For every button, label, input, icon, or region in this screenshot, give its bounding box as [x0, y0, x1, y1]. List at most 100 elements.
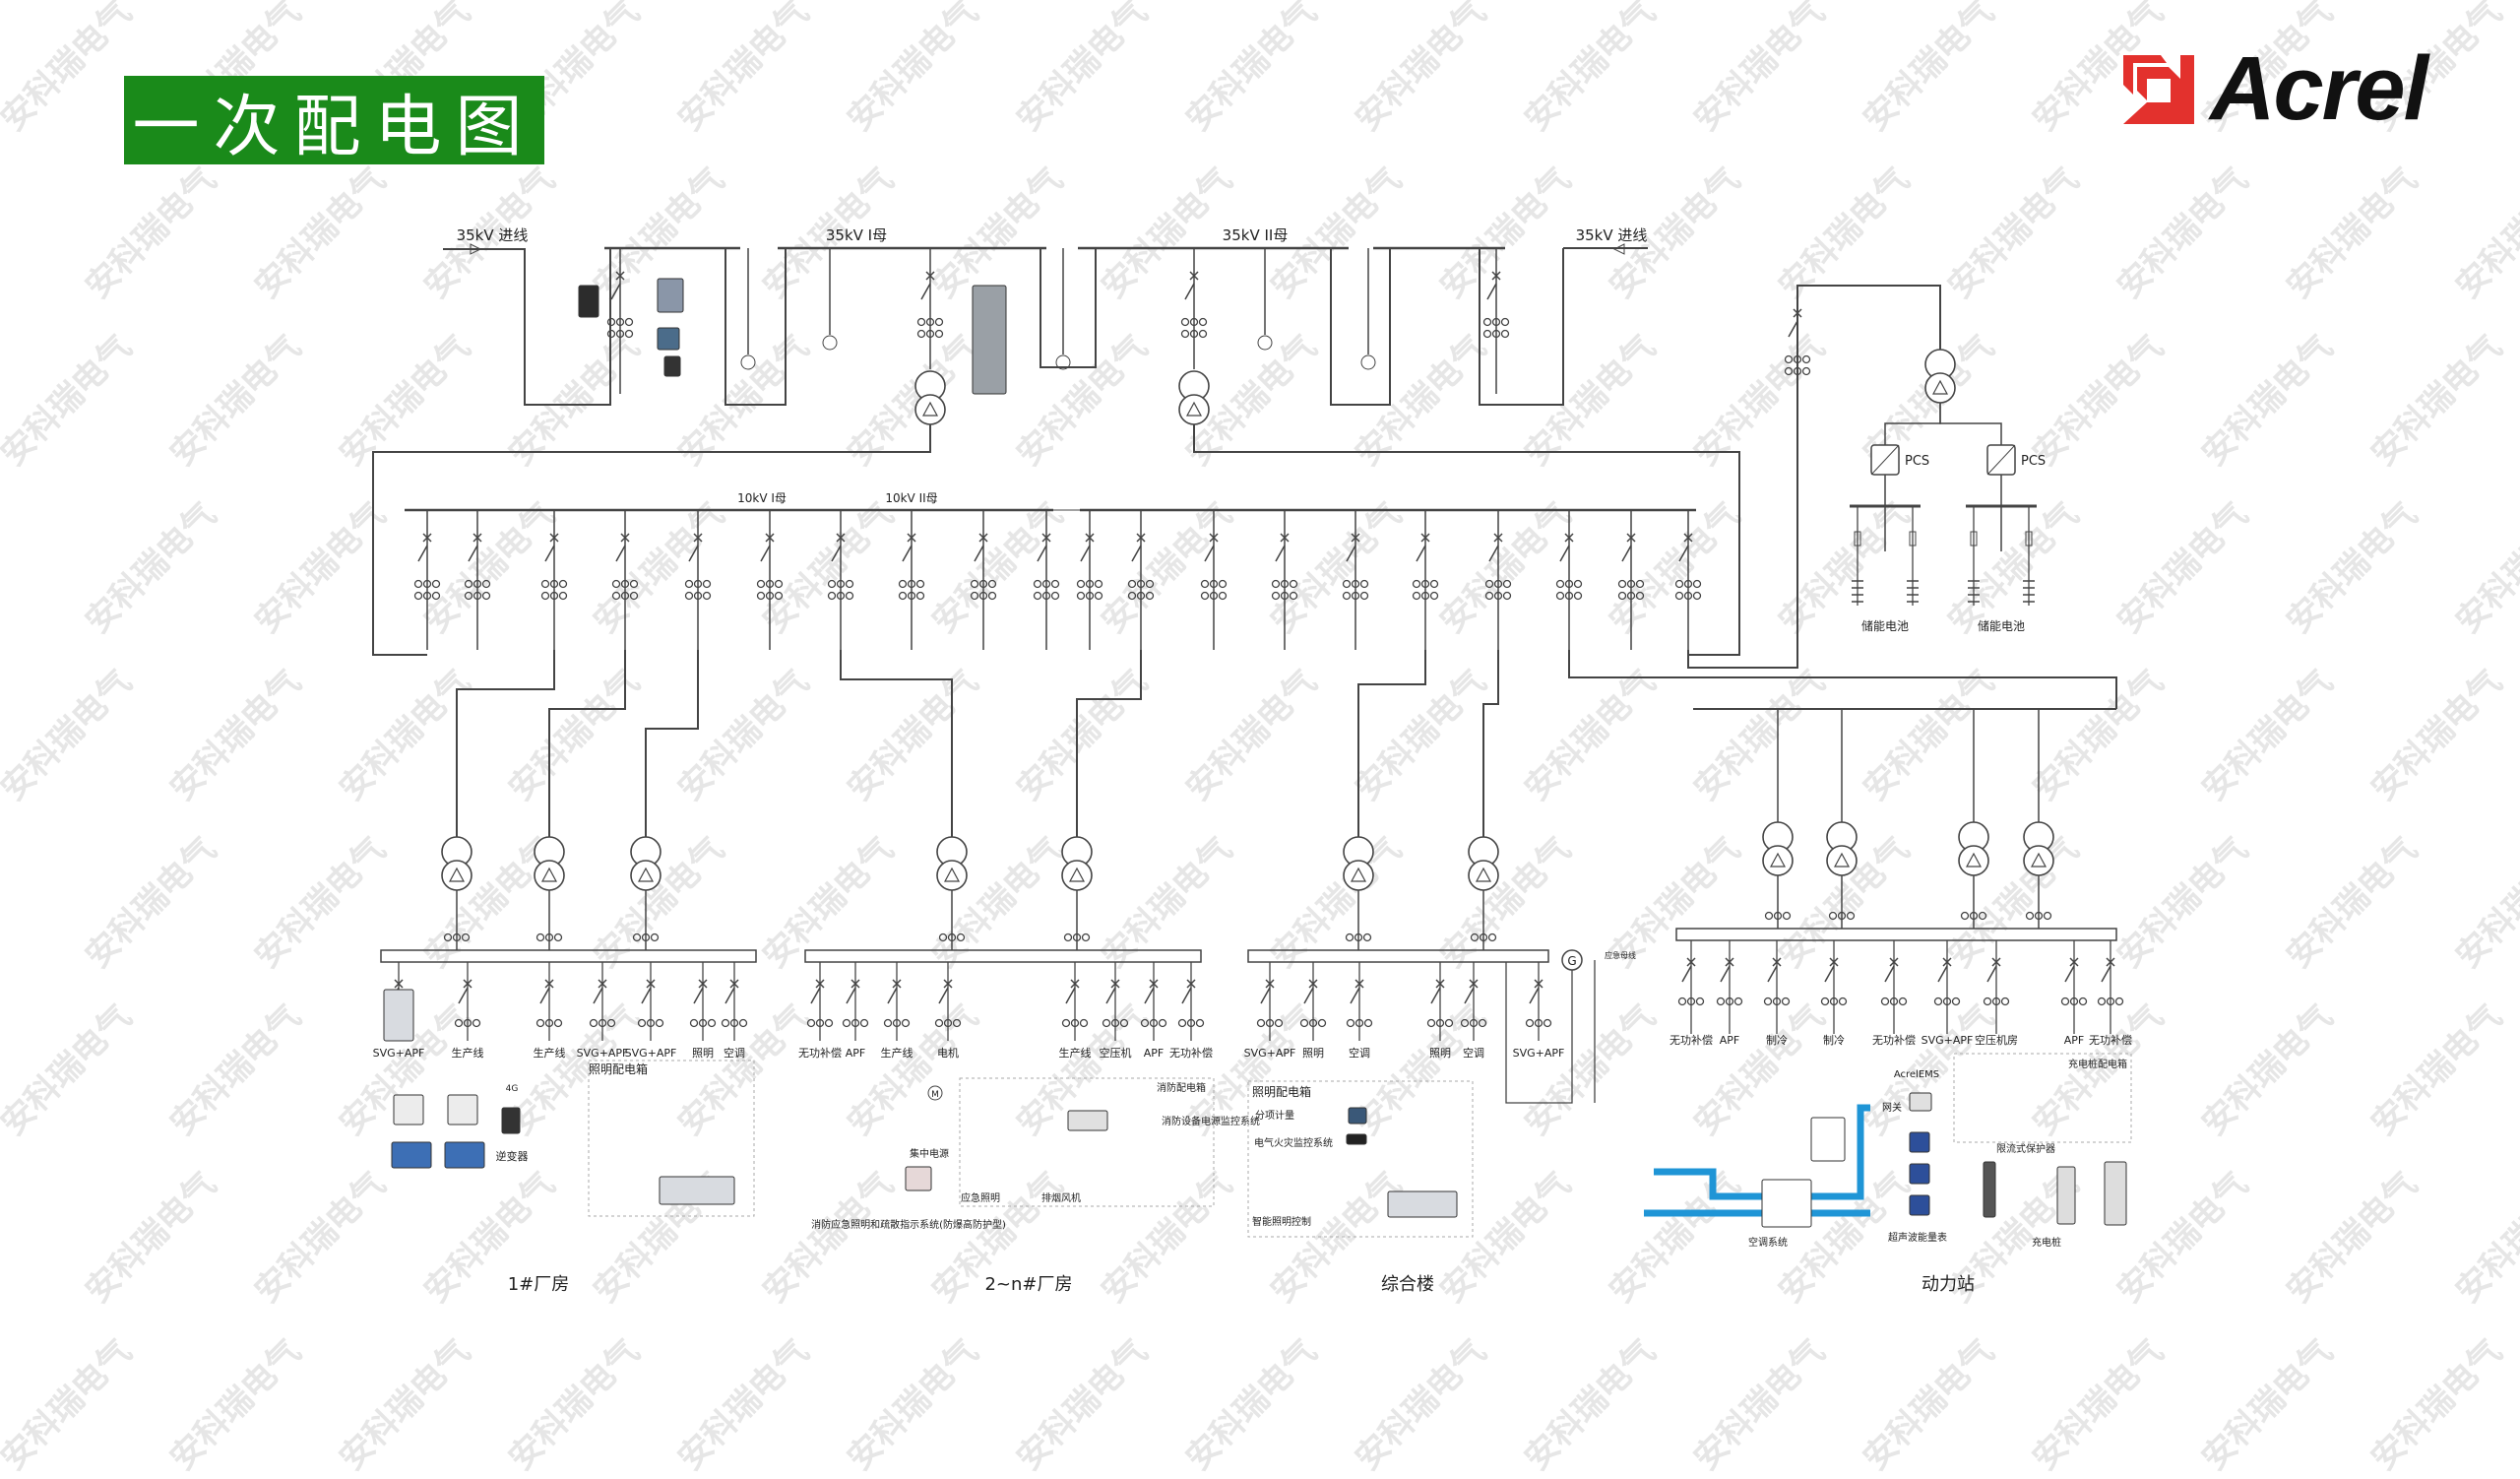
- switch-icon: [1788, 320, 1798, 338]
- breaker-icon: [1209, 533, 1219, 543]
- current-transformer-icon: [1280, 579, 1290, 589]
- breaker-icon: [1186, 979, 1196, 989]
- current-transformer-icon: [1683, 591, 1693, 601]
- current-transformer-icon: [549, 579, 559, 589]
- note-label: 充电桩: [2032, 1236, 2061, 1249]
- current-transformer-icon: [1149, 1018, 1159, 1028]
- current-transformer-icon: [1635, 579, 1645, 589]
- load-label: 制冷: [1823, 1034, 1845, 1047]
- switch-icon: [1416, 545, 1426, 562]
- load-label: SVG+APF: [373, 1047, 425, 1060]
- load-label: SVG+APF: [577, 1047, 629, 1060]
- wire: [1193, 424, 1740, 656]
- note-label: 集中电源: [910, 1147, 949, 1160]
- switch-icon: [1488, 545, 1499, 562]
- fuse-icon: [2025, 531, 2033, 547]
- current-transformer-icon: [1346, 1018, 1355, 1028]
- current-transformer-icon: [845, 579, 854, 589]
- current-transformer-icon: [2078, 997, 2088, 1006]
- current-transformer-icon: [1271, 591, 1281, 601]
- pv-panel-image: [444, 1141, 485, 1169]
- load-label: 照明: [1302, 1047, 1324, 1060]
- breaker-icon: [1991, 957, 2001, 967]
- current-transformer-icon: [1784, 354, 1794, 364]
- current-transformer-icon: [859, 1018, 869, 1028]
- breaker-icon: [1683, 533, 1693, 543]
- current-transformer-icon: [1983, 997, 1992, 1006]
- breaker-icon: [1354, 979, 1364, 989]
- fuse-icon: [1970, 531, 1978, 547]
- current-transformer-icon: [2043, 911, 2052, 921]
- charger-image: [1983, 1161, 1996, 1218]
- current-transformer-icon: [1186, 1018, 1196, 1028]
- current-transformer-icon: [540, 579, 550, 589]
- current-transformer-icon: [1635, 591, 1645, 601]
- delta-winding-icon: [1769, 852, 1787, 868]
- breaker-icon: [1189, 271, 1199, 281]
- current-transformer-icon: [443, 932, 453, 942]
- switch-icon: [1275, 545, 1286, 562]
- breaker-icon: [615, 271, 625, 281]
- current-transformer-icon: [987, 591, 997, 601]
- current-transformer-icon: [836, 579, 846, 589]
- current-transformer-icon: [1543, 1018, 1552, 1028]
- current-transformer-icon: [1978, 911, 1987, 921]
- pcs-diagonal: [1986, 444, 2016, 476]
- device-image: [657, 327, 680, 351]
- current-transformer-icon: [1094, 579, 1103, 589]
- breaker-icon: [698, 979, 708, 989]
- switch-icon: [1937, 965, 1948, 983]
- transformer-icon: [534, 860, 565, 891]
- switch-icon: [1080, 545, 1091, 562]
- breaker-icon: [1085, 533, 1095, 543]
- breaker-icon: [544, 979, 554, 989]
- breaker-icon: [943, 979, 953, 989]
- delta-winding-icon: [1931, 379, 1949, 395]
- logo-text: Acrel: [2210, 37, 2428, 139]
- current-transformer-icon: [2114, 997, 2124, 1006]
- note-label: 限流式保护器: [1996, 1142, 2055, 1155]
- load-label: 生产线: [452, 1046, 484, 1060]
- ultrasonic-meter-image: [1909, 1163, 1930, 1185]
- current-transformer-icon: [1491, 329, 1501, 339]
- breaker-icon: [620, 533, 630, 543]
- current-transformer-icon: [1500, 329, 1510, 339]
- current-transformer-icon: [1534, 1018, 1544, 1028]
- transformer-icon: [914, 394, 946, 425]
- fire-box-outline: [959, 1077, 1215, 1207]
- breaker-icon: [978, 533, 988, 543]
- switch-icon: [1621, 545, 1632, 562]
- device-image: [447, 1094, 478, 1125]
- current-transformer-icon: [1041, 579, 1051, 589]
- current-transformer-icon: [1351, 591, 1360, 601]
- current-transformer-icon: [1033, 579, 1042, 589]
- current-transformer-icon: [611, 579, 621, 589]
- switch-icon: [610, 283, 621, 300]
- switch-icon: [688, 545, 699, 562]
- load-label: APF: [1720, 1034, 1740, 1047]
- current-transformer-icon: [544, 1018, 554, 1028]
- current-transformer-icon: [2069, 997, 2079, 1006]
- current-transformer-icon: [1626, 591, 1636, 601]
- current-transformer-icon: [536, 932, 545, 942]
- current-transformer-icon: [1801, 366, 1811, 376]
- current-transformer-icon: [1686, 997, 1696, 1006]
- transformer-icon: [936, 860, 968, 891]
- wire: [840, 650, 953, 837]
- current-transformer-icon: [1110, 1018, 1120, 1028]
- current-transformer-icon: [1200, 591, 1210, 601]
- lv-busbar-2: [1247, 949, 1549, 963]
- wire: [1076, 650, 1142, 837]
- switch-icon: [1824, 965, 1835, 983]
- transformer-icon: [1924, 372, 1956, 404]
- lv-busbar-1: [804, 949, 1202, 963]
- section-title: 1#厂房: [508, 1274, 570, 1295]
- switch-icon: [1181, 987, 1192, 1004]
- delta-winding-icon: [448, 867, 466, 882]
- current-transformer-icon: [620, 579, 630, 589]
- breaker-icon: [1829, 957, 1839, 967]
- transformer-icon: [1826, 845, 1858, 876]
- load-label: 电机: [937, 1046, 959, 1060]
- current-transformer-icon: [824, 1018, 834, 1028]
- current-transformer-icon: [1342, 579, 1352, 589]
